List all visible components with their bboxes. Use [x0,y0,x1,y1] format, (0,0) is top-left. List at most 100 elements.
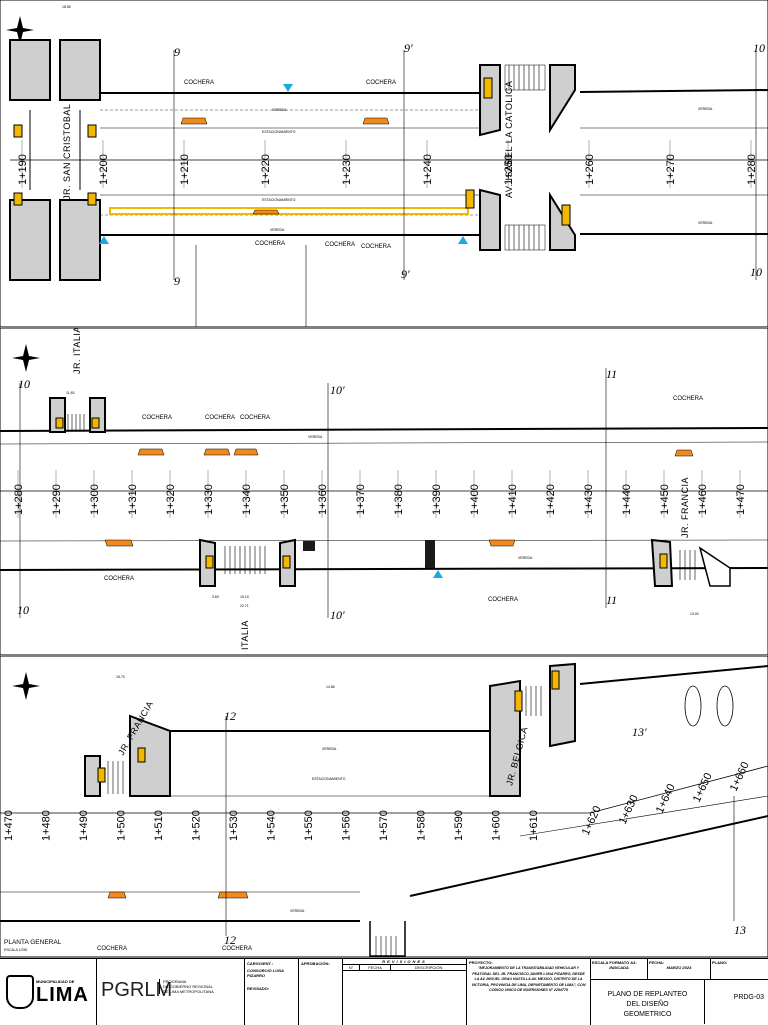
survey-marker-icon [99,236,109,244]
section-label: 10 [18,377,30,391]
station-label: 1+390 [431,484,443,515]
station-label: 1+320 [165,484,177,515]
project-block: PROYECTO: "MEJORAMIENTO DE LA TRANSITABI… [466,959,590,1025]
station-label: 1+230 [341,154,353,185]
section-label: 9' [401,267,410,281]
title-block: MUNICIPALIDAD DE LIMA PGRLM PROGRAMA DE … [0,958,768,1025]
station-label: 1+550 [303,810,315,841]
survey-marker-icon [458,236,468,244]
org-name-label: LIMA [36,984,89,1006]
station-label: 1+360 [317,484,329,515]
station-label: 1+470 [3,810,15,841]
street-name-italia-bottom: ITALIA [240,620,250,650]
intersection-san-cristobal [9,39,101,281]
station-label: 1+210 [179,154,191,185]
plan-panel-1: 9 9' 10 9 9' 10 COCHERA COCHERA COCHERA … [0,0,768,329]
municipality-logo-block: MUNICIPALIDAD DE LIMA [0,959,96,1025]
station-label: 1+190 [17,154,29,185]
section-label: 10' [330,383,345,397]
sheet-title: PLANO DE REPLANTEO DEL DISEÑO GEOMETRICO [591,980,705,1024]
north-arrow-icon [6,16,34,44]
vereda-label: VEREDA [518,556,533,560]
intersection-francia [650,538,731,587]
project-label: PROYECTO: [469,960,493,965]
program-line2: DE GOBIERNO REGIONAL [163,984,214,989]
cargo-value: CONSORCIO LUNA PIZARRO [247,968,284,978]
cochera-label: COCHERA [104,576,134,582]
station-label: 1+280 [13,484,25,515]
section-label: 13 [734,923,746,937]
station-label: 1+290 [51,484,63,515]
parking-marks [180,117,390,215]
station-label: 1+350 [279,484,291,515]
lima-shield-icon [6,975,34,1009]
dimension-label: 3.60 [212,595,219,599]
vereda-label: VEREDA [272,108,287,112]
station-label: 1+310 [127,484,139,515]
dimension-label: 13.00 [690,612,699,616]
station-label: 1+490 [78,810,90,841]
section-label: 11 [606,593,617,607]
dimension-label: 11.63 [66,391,75,395]
plan-panel-2: 10' 10' 11 11 10 10 JR. ITALIA ITALIA JR… [0,328,768,656]
cochera-label: COCHERA [361,244,391,250]
revisions-title: REVISIONES [343,959,466,965]
plan-title: PLANTA GENERAL [4,939,62,946]
scale-value: INDICADA [609,965,629,970]
plan-scale: ESCALA 1/250 [4,948,27,952]
station-label: 1+300 [89,484,101,515]
vereda-label: VEREDA [308,435,323,439]
cargo-label: CARGO/ENT.: [247,961,273,966]
section-label: 11 [606,367,617,381]
street-name-isabel-la-catolica: AV. ISABEL LA CATOLICA [504,81,514,198]
station-label: 1+500 [116,810,128,841]
section-label: 9' [404,41,413,55]
dimension-label: 18.65 [62,5,71,9]
street-name-san-cristobal: JR. SAN CRISTOBAL [62,104,72,200]
station-label: 1+570 [378,810,390,841]
vereda-label: VEREDA [698,107,713,111]
island-hatch [684,685,734,727]
station-label: 1+580 [416,810,428,841]
station-labels: 1+280 1+290 1+300 1+310 1+320 1+330 1+340 1+350… [13,470,747,518]
station-label: 1+270 [665,154,677,185]
station-label: 1+560 [341,810,353,841]
station-label: 1+520 [191,810,203,841]
section-label: 10 [17,603,29,617]
station-label: 1+610 [528,810,540,841]
station-label: 1+400 [469,484,481,515]
north-arrow-icon [12,344,40,372]
section-label: 10' [330,608,345,622]
station-label: 1+590 [453,810,465,841]
cochera-label: COCHERA [366,80,396,86]
vereda-label: VEREDA [270,228,285,232]
street-name-italia-top: JR. ITALIA [72,328,82,374]
parking-marks [104,448,694,547]
cochera-label: COCHERA [240,415,270,421]
intersection-francia [84,714,171,797]
vereda-label: VEREDA [322,747,337,751]
vereda-label: VEREDA [698,221,713,225]
vereda-label: VEREDA [290,909,305,913]
station-label: 1+530 [228,810,240,841]
rev-col-number: N° [343,965,360,970]
project-text: "MEJORAMIENTO DE LA TRANSITABILIDAD VEHI… [471,966,586,992]
estacionamiento-label: ESTACIONAMIENTO [312,777,346,781]
cochera-label: COCHERA [97,946,127,952]
station-label: 1+200 [98,154,110,185]
intersection-belgica [489,662,576,797]
cochera-label: COCHERA [205,415,235,421]
sheet-label: PLANO: [712,960,728,965]
cochera-label: COCHERA [142,415,172,421]
estacionamiento-label: ESTACIONAMIENTO [262,130,296,134]
station-label: 1+250 [503,154,515,185]
section-label: 10 [753,41,765,55]
sheet-code: PRDG-03 [733,994,764,1001]
cochera-label: COCHERA [673,396,703,402]
station-label: 1+340 [241,484,253,515]
approval-block: APROBACIÓN: [298,959,342,1025]
station-label: 1+330 [203,484,215,515]
cochera-label: COCHERA [184,80,214,86]
section-label: 9 [174,274,180,288]
station-label: 1+430 [583,484,595,515]
